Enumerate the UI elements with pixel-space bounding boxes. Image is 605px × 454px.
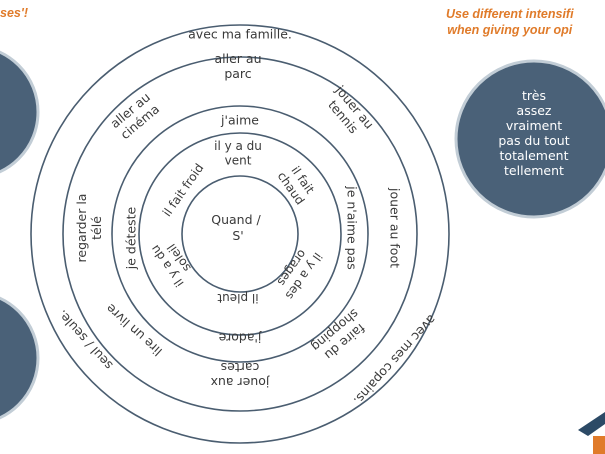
intensifier-circle	[454, 59, 605, 219]
ring-activities	[62, 56, 418, 412]
weather-label-rain: il pleut	[217, 291, 258, 305]
weather-label-cold: il fait froid	[160, 161, 207, 219]
opinion-label-like-line: j'aime	[220, 112, 259, 127]
weather-label-cold-line: il fait froid	[160, 161, 207, 219]
activity-label-cards-line: cartes	[221, 360, 260, 375]
weather-label-wind-line: vent	[225, 153, 252, 167]
center-label: Quand / S'	[211, 212, 264, 243]
ring-outer	[30, 24, 450, 444]
weather-label-storms: il y a desorages	[271, 242, 325, 302]
activity-label-tv: regarder latélé	[74, 194, 104, 263]
opinion-label-dislike-line: je n'aime pas	[345, 185, 360, 270]
left-blue-circle-top	[0, 50, 40, 174]
activity-label-tennis: jouer autennis	[320, 82, 377, 141]
activity-label-park-line: parc	[224, 66, 251, 81]
activity-label-shopping: faire dushopping	[308, 306, 371, 366]
logo-icon	[578, 412, 605, 454]
opinion-label-love: j'adore	[218, 331, 262, 346]
activity-label-football: jouer au foot	[388, 187, 403, 268]
ring-weather	[138, 132, 342, 336]
weather-label-rain-line: il pleut	[217, 291, 258, 305]
right-caption-line-2: when giving your opi	[447, 23, 573, 37]
concentric-rings	[30, 24, 450, 444]
center-line-1: Quand /	[211, 212, 261, 227]
opinion-label-love-line: j'adore	[218, 331, 262, 346]
intensifier-item: vraiment	[505, 118, 563, 133]
company-label-family-line: avec ma famille.	[188, 26, 292, 41]
activity-label-cards-line: jouer aux	[211, 375, 271, 390]
activity-label-park-line: aller au	[215, 51, 262, 66]
right-caption: Use different intensifi when giving your…	[446, 6, 574, 38]
activity-label-cinema: aller aucinéma	[107, 89, 162, 142]
intensifier-item: assez	[516, 103, 552, 118]
intensifier-item: totalement	[499, 148, 569, 163]
center-line-2: S'	[232, 228, 243, 243]
intensifier-item: très	[522, 88, 546, 103]
company-label-alone-line: seul / seule.	[54, 307, 115, 373]
right-caption-line-1: Use different intensifi	[446, 7, 574, 21]
opinion-label-like: j'aime	[220, 112, 259, 127]
opinion-label-hate: je déteste	[123, 206, 138, 270]
weather-label-wind-line: il y a du	[214, 139, 262, 153]
ring-center	[181, 175, 299, 293]
activity-label-tv-line: télé	[89, 216, 104, 240]
activity-label-football-line: jouer au foot	[388, 187, 403, 268]
opinion-label-dislike: je n'aime pas	[345, 185, 360, 270]
intensifier-item: pas du tout	[498, 133, 570, 148]
activity-label-tv-line: regarder la	[74, 194, 89, 263]
opinion-label-hate-line: je déteste	[123, 206, 138, 270]
intensifier-item: tellement	[504, 163, 564, 178]
activity-label-cards: jouer auxcartes	[211, 360, 271, 390]
intensifier-list: très assez vraiment pas du tout totaleme…	[473, 88, 595, 178]
company-label-alone: seul / seule.	[54, 307, 115, 373]
left-caption: ses'!	[0, 6, 28, 20]
weather-label-sun: il y a dusoleil	[148, 234, 199, 289]
company-label-family: avec ma famille.	[188, 26, 292, 41]
ring-opinions	[111, 105, 369, 363]
weather-label-hot: il faitchaud	[275, 161, 319, 207]
left-blue-circle-bottom	[0, 296, 40, 420]
